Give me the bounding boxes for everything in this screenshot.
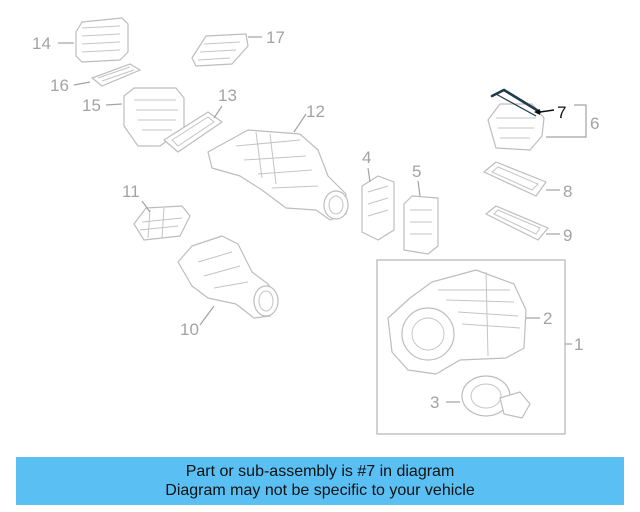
part-6 [487,103,545,151]
part-4 [361,175,395,241]
callout-3: 3 [430,393,439,412]
assembly-frame [376,259,566,435]
part-13 [163,111,223,153]
callout-7: 7 [557,103,566,122]
callout-11: 11 [122,182,140,201]
callout-13: 13 [218,86,237,105]
banner-line-1: Part or sub-assembly is #7 in diagram [185,463,455,480]
parts-diagram: 14 16 15 17 13 12 11 [32,17,599,435]
callout-12: 12 [306,102,325,121]
callout-10: 10 [180,320,199,339]
part-10 [177,235,279,319]
part-3 [461,375,531,419]
callout-5: 5 [412,162,421,181]
callout-2: 2 [543,309,552,328]
part-5 [403,195,439,255]
callout-17: 17 [266,28,285,47]
callout-9: 9 [563,226,572,245]
part-16 [91,63,141,87]
part-17 [191,33,249,67]
callout-4: 4 [362,148,371,167]
part-14 [75,17,129,63]
banner-line-2: Diagram may not be specific to your vehi… [165,482,475,499]
callout-15: 15 [82,96,101,115]
callout-8: 8 [563,182,572,201]
callout-16: 16 [50,76,69,95]
part-8 [483,161,547,197]
part-2 [387,269,527,375]
part-9 [485,205,549,241]
callout-6: 6 [590,114,599,133]
part-12 [207,129,349,221]
callout-14: 14 [32,34,51,53]
part-11 [133,205,191,241]
part-7 [490,88,542,117]
callout-1: 1 [574,335,583,354]
info-banner: Part or sub-assembly is #7 in diagram Di… [16,457,624,505]
